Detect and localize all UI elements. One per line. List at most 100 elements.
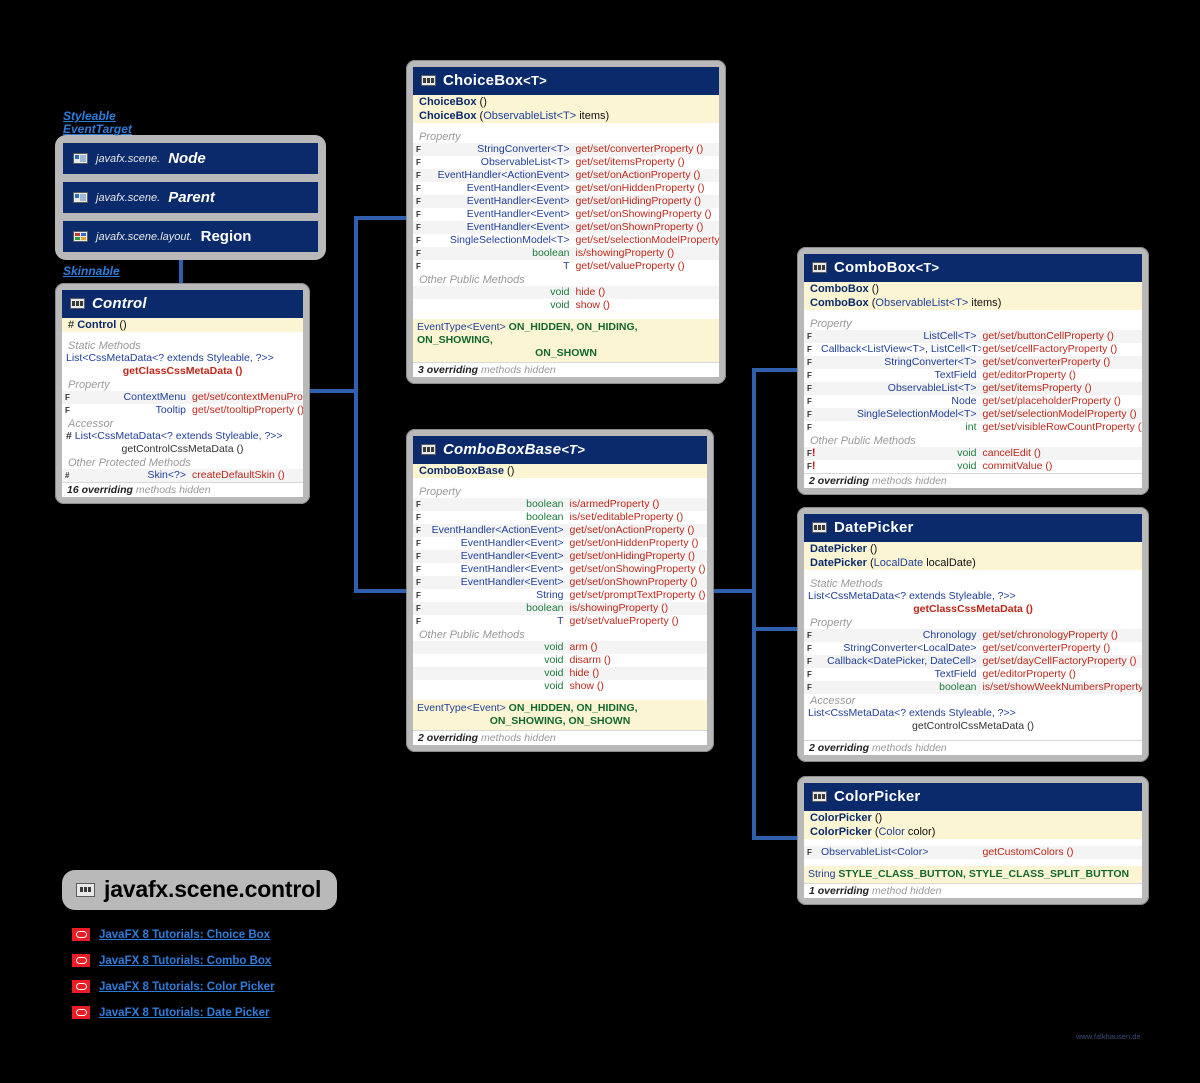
member-type: EventHandler<ActionEvent>: [437, 169, 570, 181]
member-type: StringConverter<T>: [477, 143, 570, 155]
field-marker: F: [807, 397, 812, 406]
accessor-row: # List<CssMetaData<? extends Styleable, …: [62, 430, 303, 456]
member-type: EventHandler<Event>: [466, 195, 570, 207]
class-box-combobox[interactable]: ComboBox<T> ComboBox () ComboBox (Observ…: [797, 247, 1149, 495]
class-region[interactable]: javafx.scene.layout. Region: [63, 221, 318, 252]
field-marker: F: [416, 617, 421, 626]
field-marker: F: [65, 406, 70, 415]
field-marker: F: [416, 552, 421, 561]
package-capsule[interactable]: javafx.scene.control: [62, 870, 338, 910]
member-name: get/set/onShowingProperty (): [575, 208, 712, 220]
member-name: get/set/onShowingProperty (): [569, 563, 706, 575]
link-label[interactable]: JavaFX 8 Tutorials: Date Picker: [99, 1006, 270, 1019]
ctor-params: (): [479, 96, 487, 108]
field-marker: F: [416, 171, 421, 180]
event-values-2: ON_SHOWING, ON_SHOWN: [489, 715, 631, 727]
constructor-row: DatePicker (LocalDate localDate): [810, 557, 976, 569]
static-return-type: List<CssMetaData<? extends Styleable, ?>…: [808, 590, 1016, 602]
link-row[interactable]: JavaFX 8 Tutorials: Choice Box: [72, 928, 275, 941]
class-box-choicebox[interactable]: ChoiceBox<T> ChoiceBox () ChoiceBox (Obs…: [406, 60, 726, 384]
field-marker: F: [807, 384, 812, 393]
field-marker: F: [416, 262, 421, 271]
field-marker: F: [807, 410, 812, 419]
ctor-name: ComboBox: [810, 283, 869, 295]
member-name: hide (): [575, 286, 606, 298]
class-box-colorpicker[interactable]: ColorPicker ColorPicker () ColorPicker (…: [797, 776, 1149, 905]
datepicker-footer: 2 overriding methods hidden: [804, 740, 1142, 755]
event-values-2: ON_SHOWN: [535, 347, 597, 359]
member-type: TextField: [934, 668, 977, 680]
class-box-datepicker[interactable]: DatePicker DatePicker () DatePicker (Loc…: [797, 507, 1149, 762]
class-box-comboboxbase[interactable]: ComboBoxBase<T> ComboBoxBase () Property…: [406, 429, 714, 752]
member-type: ListCell<T>: [923, 330, 977, 342]
datepicker-constructors: DatePicker () DatePicker (LocalDate loca…: [804, 542, 1142, 570]
interface-label-styleable: Styleable EventTarget: [63, 110, 132, 136]
field-marker: F: [416, 197, 421, 206]
link-icon: [72, 928, 90, 941]
member-name: is/armedProperty (): [569, 498, 660, 510]
ctor-param-name: color: [907, 826, 932, 838]
link-label[interactable]: JavaFX 8 Tutorials: Choice Box: [99, 928, 271, 941]
member-name: get/set/converterProperty (): [982, 642, 1111, 654]
colorpicker-footer: 1 overriding method hidden: [804, 883, 1142, 898]
constructor-row: ChoiceBox (ObservableList<T> items): [419, 110, 610, 122]
link-row[interactable]: JavaFX 8 Tutorials: Date Picker: [72, 1006, 275, 1019]
section-label-accessor: Accessor: [68, 418, 114, 430]
control-constructors: # Control (): [62, 318, 303, 332]
field-marker: F: [807, 683, 812, 692]
class-box-control[interactable]: Control # Control () Static Methods List…: [55, 283, 310, 504]
class-parent[interactable]: javafx.scene. Parent: [63, 182, 318, 213]
member-name: get/set/converterProperty (): [575, 143, 704, 155]
member-name: get/set/onShownProperty (): [569, 576, 698, 588]
footer-text: methods hidden: [481, 364, 556, 376]
member-type: EventHandler<Event>: [460, 537, 564, 549]
class-icon: [76, 882, 95, 897]
package-name: javafx.scene.control: [104, 876, 322, 902]
static-method-name: getClassCssMetaData (): [913, 603, 1033, 615]
member-name: get/set/valueProperty (): [575, 260, 685, 272]
member-name: is/showingProperty (): [569, 602, 669, 614]
footer-count: 2 overriding: [418, 732, 479, 744]
table-row: #Skin<?>createDefaultSkin (): [62, 469, 303, 482]
field-marker: F: [65, 393, 70, 402]
combobox-generic: <T>: [915, 260, 940, 275]
member-type: EventHandler<Event>: [460, 550, 564, 562]
member-name: createDefaultSkin (): [192, 469, 285, 481]
field-marker: F: [416, 539, 421, 548]
combobox-header: ComboBox<T>: [804, 254, 1142, 282]
footer-text: methods hidden: [481, 732, 556, 744]
section-label-other-public: Other Public Methods: [419, 274, 525, 286]
class-icon: [70, 298, 85, 309]
field-marker: F: [807, 631, 812, 640]
link-row[interactable]: JavaFX 8 Tutorials: Color Picker: [72, 980, 275, 993]
ctor-params: (): [869, 543, 878, 555]
member-type: boolean: [532, 247, 570, 259]
constructor-row: ChoiceBox (): [413, 95, 719, 109]
colorpicker-constants-band: String STYLE_CLASS_BUTTON, STYLE_CLASS_S…: [804, 866, 1142, 883]
member-type: EventHandler<Event>: [466, 208, 570, 220]
event-values-1: ON_HIDDEN, ON_HIDING, ON_SHOWING,: [417, 321, 638, 346]
member-type: EventHandler<Event>: [466, 182, 570, 194]
node-class-name: Node: [168, 150, 206, 167]
class-node[interactable]: javafx.scene. Node: [63, 143, 318, 174]
field-marker: F: [416, 500, 421, 509]
member-type: void: [957, 460, 977, 472]
ctor-params: (): [507, 465, 515, 477]
link-label[interactable]: JavaFX 8 Tutorials: Color Picker: [99, 980, 275, 993]
link-row[interactable]: JavaFX 8 Tutorials: Combo Box: [72, 954, 275, 967]
table-row: F EventHandler<Event> get/set/onHidingProp…: [413, 550, 707, 563]
member-name: get/set/onHidingProperty (): [569, 550, 695, 562]
control-footer: 16 overriding methods hidden: [62, 482, 303, 497]
member-name: get/set/onHidingProperty (): [575, 195, 701, 207]
link-label[interactable]: JavaFX 8 Tutorials: Combo Box: [99, 954, 272, 967]
